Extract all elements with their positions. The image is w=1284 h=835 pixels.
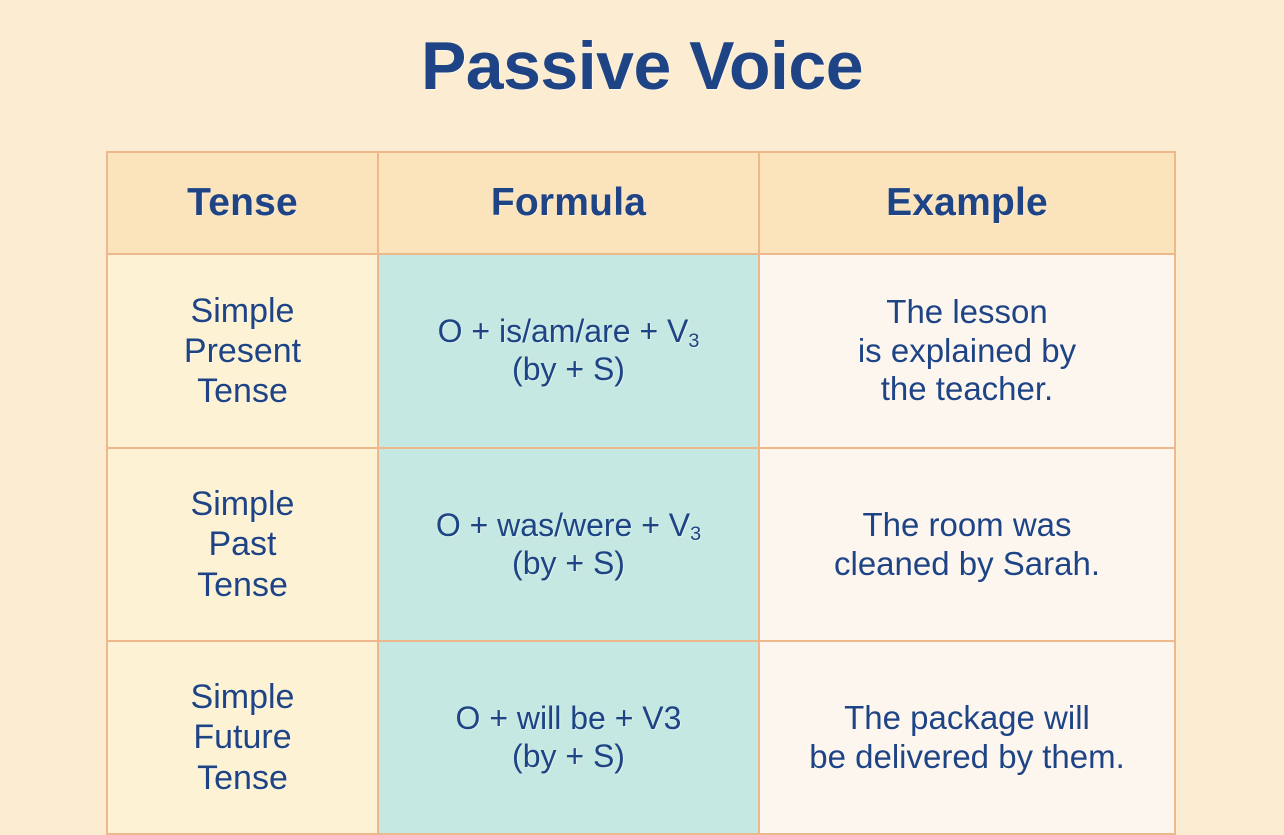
formula-second-line: (by + S) <box>512 737 625 774</box>
cell-formula: O + was/were + V3 (by + S) <box>379 449 760 642</box>
column-header-formula: Formula <box>379 153 760 255</box>
column-header-example: Example <box>760 153 1174 255</box>
cell-tense: Simple Past Tense <box>108 449 379 642</box>
example-text: The lesson is explained by the teacher. <box>857 292 1077 408</box>
table-row: Simple Past Tense O + was/were + V3 (by +… <box>108 449 1174 642</box>
page-title: Passive Voice <box>420 28 864 104</box>
cell-formula: O + will be + V3(by + S) <box>379 642 760 833</box>
cell-tense: Simple Present Tense <box>108 255 379 449</box>
column-header-example-label: Example <box>886 180 1048 224</box>
column-header-formula-label: Formula <box>490 180 647 224</box>
column-header-tense: Tense <box>108 153 379 255</box>
passive-voice-table: Tense Formula Example Simple Present Ten… <box>106 151 1176 835</box>
tense-label: Simple Future Tense <box>190 678 295 797</box>
formula-main: O + is/am/are + V <box>437 313 689 350</box>
table-header-row: Tense Formula Example <box>108 153 1174 255</box>
cell-tense: Simple Future Tense <box>108 642 379 833</box>
table-row: Simple Present Tense O + is/am/are + V3 (… <box>108 255 1174 449</box>
example-text: The room was cleaned by Sarah. <box>833 505 1100 582</box>
formula-second-line: (by + S) <box>512 544 625 581</box>
formula-text: O + is/am/are + V3 (by + S) <box>387 313 750 389</box>
formula-main: O + will be + V3 <box>455 699 682 736</box>
formula-main: O + was/were + V <box>435 506 691 543</box>
cell-example: The room was cleaned by Sarah. <box>760 449 1174 642</box>
table-row: Simple Future Tense O + will be + V3(by … <box>108 642 1174 833</box>
formula-second-line: (by + S) <box>512 351 625 387</box>
formula-subscript: 3 <box>690 523 702 546</box>
column-header-tense-label: Tense <box>187 180 298 224</box>
tense-label: Simple Past Tense <box>190 485 295 604</box>
cell-formula: O + is/am/are + V3 (by + S) <box>379 255 760 449</box>
tense-label: Simple Present Tense <box>183 291 302 411</box>
formula-text: O + will be + V3(by + S) <box>387 700 750 776</box>
cell-example: The lesson is explained by the teacher. <box>760 255 1174 449</box>
formula-subscript: 3 <box>688 329 700 352</box>
example-text: The package will be delivered by them. <box>809 698 1125 775</box>
cell-example: The package will be delivered by them. <box>760 642 1174 833</box>
formula-text: O + was/were + V3 (by + S) <box>387 507 750 583</box>
